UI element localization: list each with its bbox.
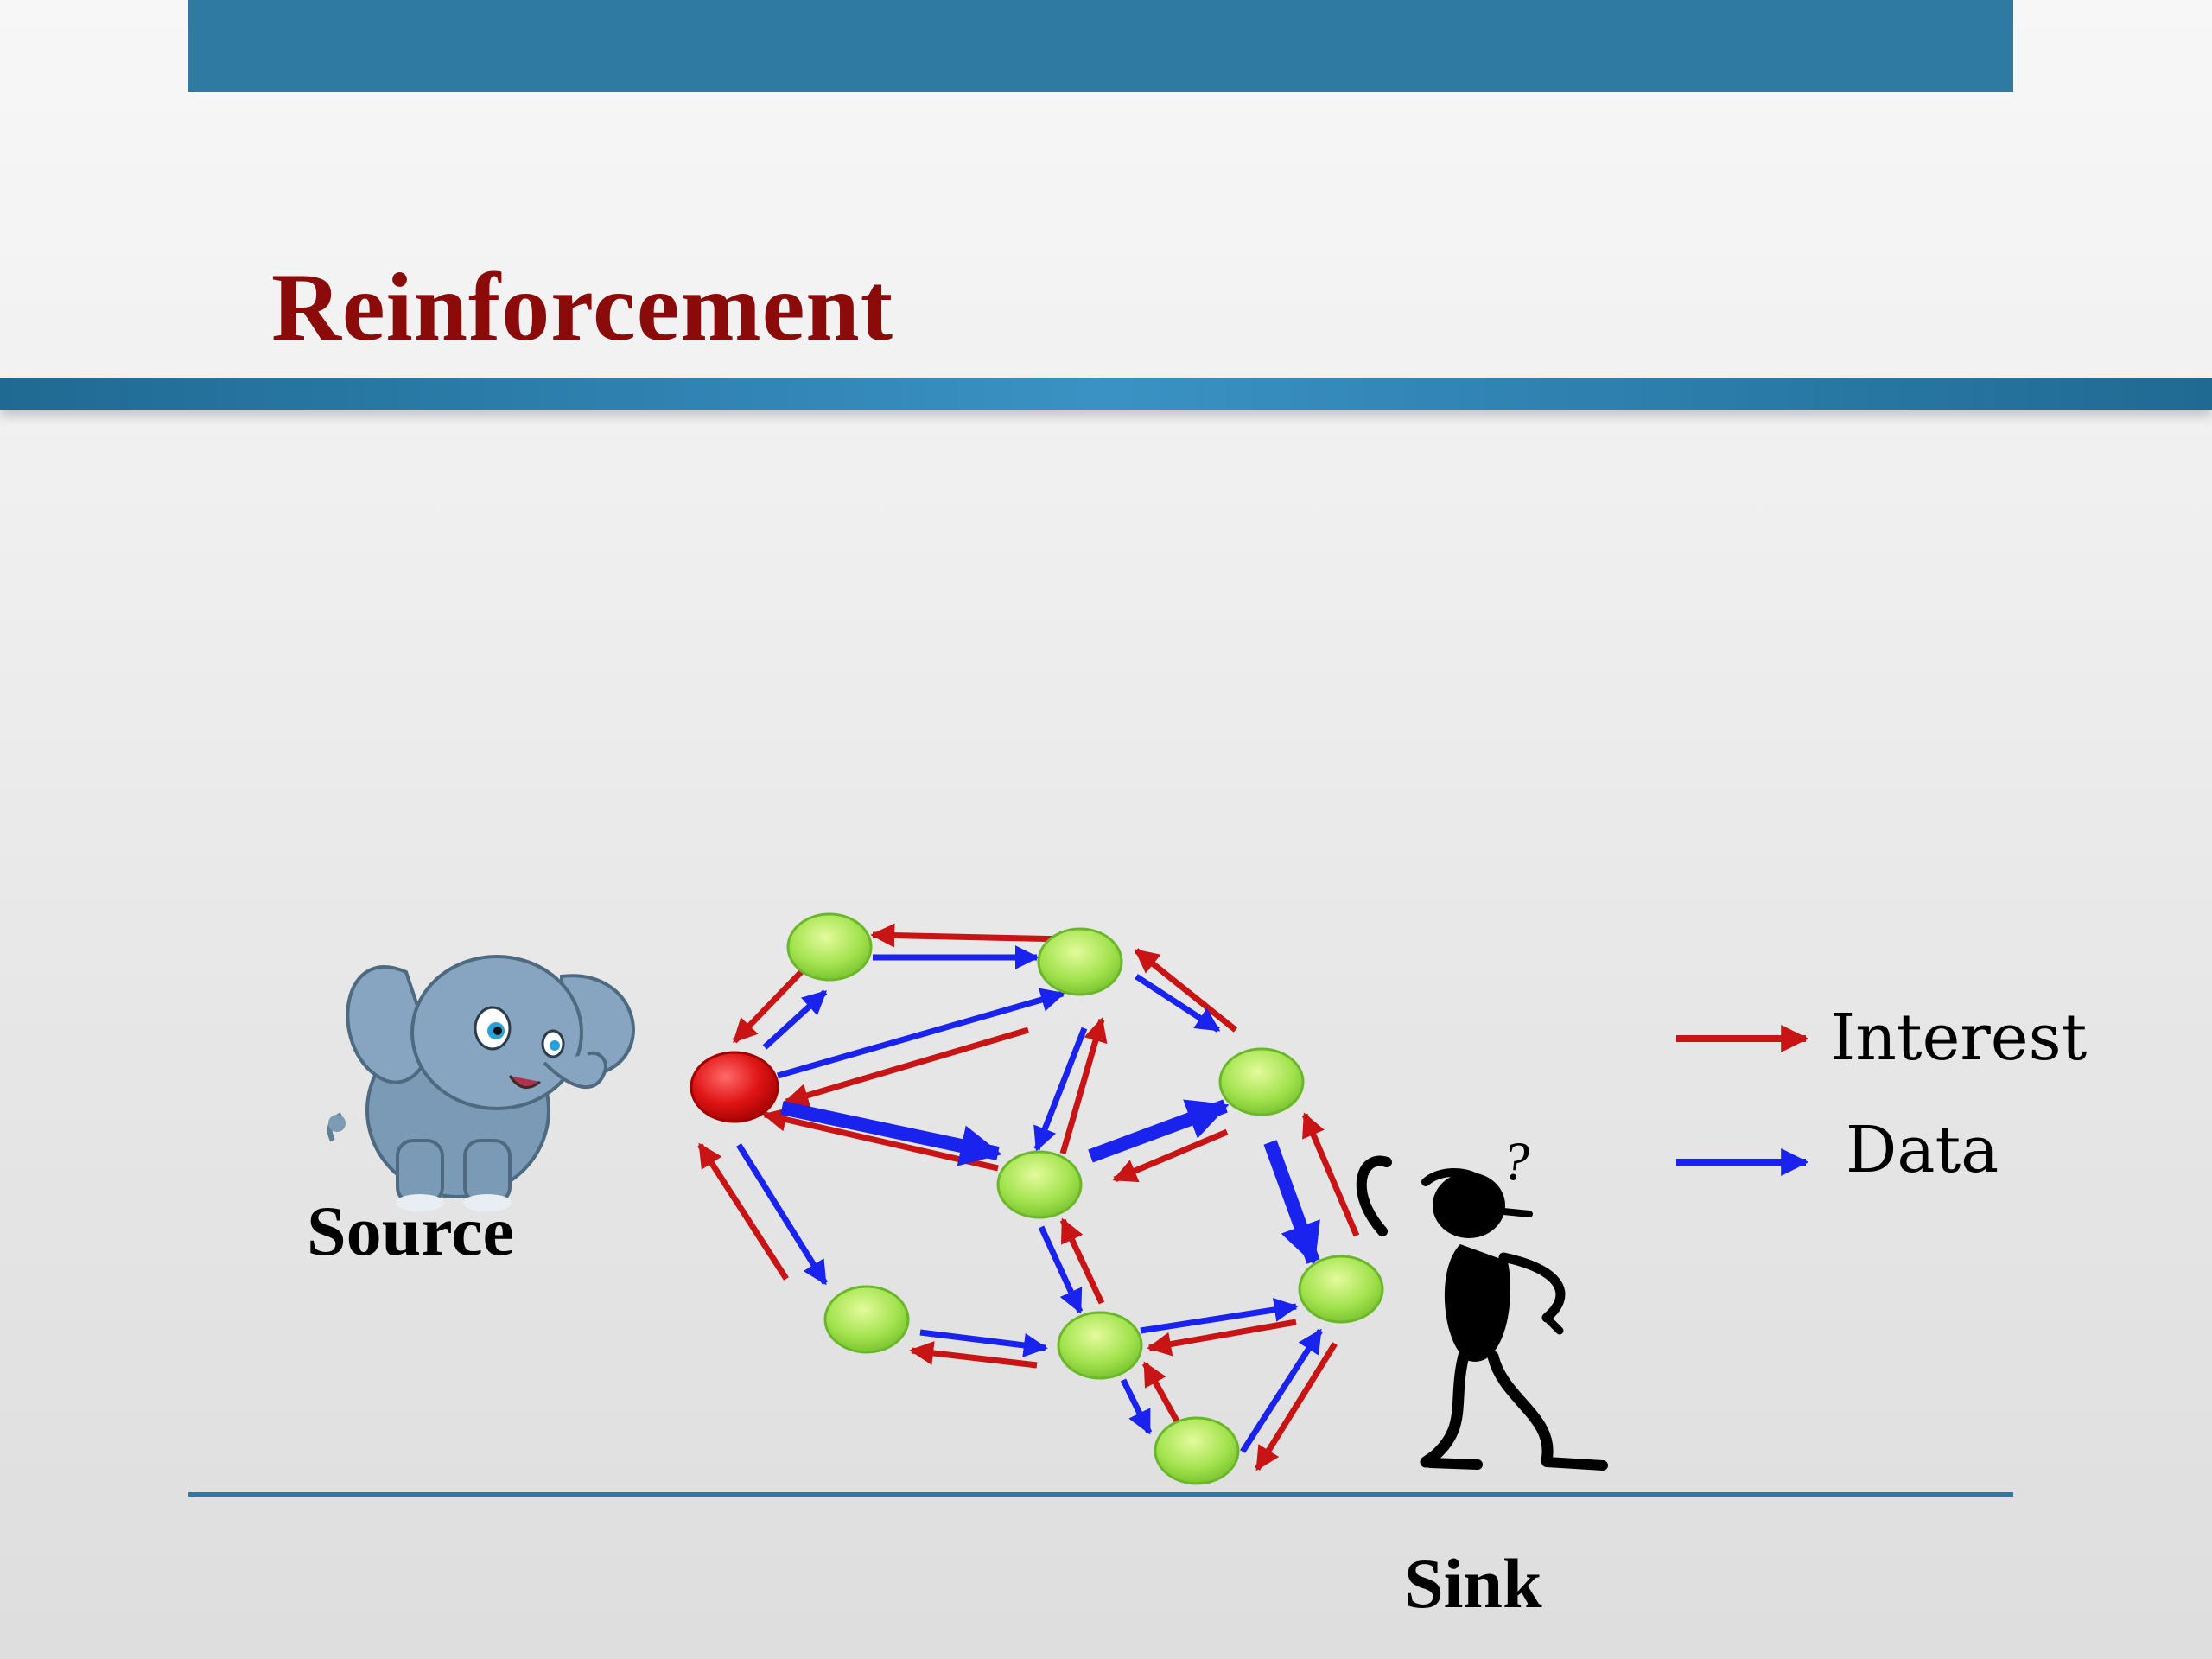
data-arrow bbox=[1038, 1225, 1084, 1314]
interest-arrow bbox=[732, 967, 806, 1044]
node bbox=[1218, 1047, 1305, 1116]
data-arrow bbox=[777, 988, 1065, 1079]
interest-arrow bbox=[1134, 948, 1238, 1033]
source-node bbox=[690, 1051, 779, 1123]
title-divider bbox=[0, 378, 2212, 410]
interest-arrow bbox=[1059, 1217, 1105, 1305]
bottom-divider bbox=[188, 1492, 2013, 1497]
node bbox=[786, 912, 873, 982]
interest-arrow bbox=[697, 1142, 789, 1281]
node bbox=[823, 1285, 910, 1354]
reinforced-arrow bbox=[780, 1101, 1002, 1166]
interest-arrow bbox=[1141, 1361, 1183, 1427]
source-label: Source bbox=[307, 1192, 514, 1270]
thinking-person-icon bbox=[1356, 1155, 1608, 1471]
interest-arrow bbox=[784, 1027, 1029, 1108]
data-arrow bbox=[919, 1329, 1048, 1357]
top-banner bbox=[188, 0, 2013, 92]
interest-arrow bbox=[1301, 1112, 1360, 1237]
sink-question-mark: ? bbox=[1502, 1130, 1529, 1192]
interest-arrow bbox=[1255, 1342, 1338, 1471]
data-arrow bbox=[1033, 1027, 1088, 1152]
sink-label: Sink bbox=[1404, 1544, 1542, 1623]
interest-arrow bbox=[1147, 1319, 1297, 1357]
interest-arrow bbox=[909, 1341, 1038, 1369]
sink-node bbox=[1298, 1255, 1384, 1324]
data-arrow bbox=[1240, 1328, 1323, 1453]
legend-data-label: Data bbox=[1846, 1113, 1999, 1187]
data-arrow bbox=[1140, 1298, 1299, 1334]
reinforced-arrow bbox=[1088, 1099, 1230, 1163]
interest-arrow bbox=[870, 923, 1068, 948]
interest-arrow bbox=[1059, 1017, 1108, 1154]
interest-arrow bbox=[1112, 1128, 1229, 1183]
reinforced-path bbox=[780, 1099, 1320, 1266]
reinforced-arrow bbox=[1263, 1140, 1320, 1266]
data-arrows bbox=[736, 945, 1323, 1453]
node bbox=[1057, 1311, 1143, 1380]
elephant-icon bbox=[327, 955, 635, 1211]
sensor-nodes bbox=[786, 912, 1384, 1485]
legend-interest-label: Interest bbox=[1830, 1001, 2088, 1075]
legend: Interest Data bbox=[1676, 1001, 2088, 1187]
node bbox=[1154, 1416, 1240, 1485]
data-arrow bbox=[1120, 1378, 1153, 1435]
node bbox=[1037, 927, 1123, 996]
node bbox=[996, 1150, 1083, 1219]
slide-title: Reinforcement bbox=[271, 254, 893, 361]
data-arrow bbox=[736, 1143, 828, 1286]
data-arrow bbox=[1135, 974, 1221, 1033]
data-arrow bbox=[762, 989, 828, 1050]
